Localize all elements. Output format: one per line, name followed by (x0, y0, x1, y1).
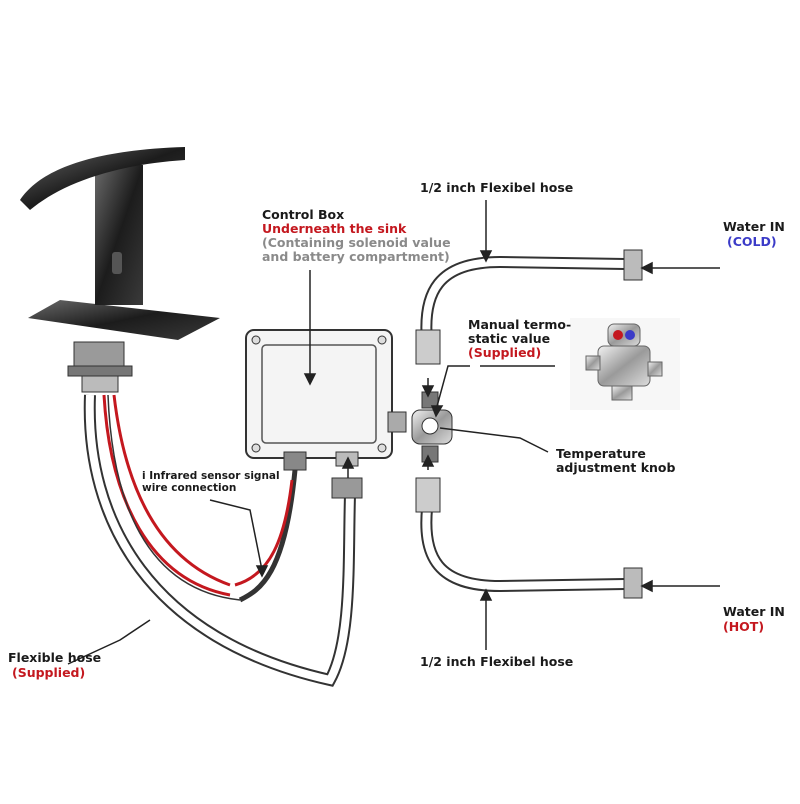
valve-photo-inset (570, 318, 680, 410)
temp-knob-label-1: Temperature (556, 446, 646, 461)
thermostatic-valve (411, 391, 453, 463)
leader-arrows (67, 200, 720, 665)
valve-label-2: static value (468, 331, 551, 346)
control-box (245, 329, 407, 499)
valve-hoses (415, 249, 643, 599)
sensor-label-1: i Infrared sensor signal (142, 470, 280, 482)
faucet-hoses (83, 394, 356, 687)
sensor-label-2: wire connection (142, 482, 237, 494)
water-in-cold-label: Water IN (723, 219, 785, 234)
control-box-desc-2: and battery compartment) (262, 249, 450, 264)
control-box-subtitle: Underneath the sink (262, 221, 407, 236)
hose-bottom-label: 1/2 inch Flexibel hose (420, 654, 574, 669)
control-box-desc-1: (Containing solenoid value (262, 235, 451, 250)
water-in-hot-label: Water IN (723, 604, 785, 619)
hot-label: (HOT) (723, 619, 765, 634)
flex-hose-label: Flexible hose (8, 650, 102, 665)
temp-knob-label-2: adjustment knob (556, 460, 676, 475)
control-box-title: Control Box (262, 207, 345, 222)
cold-label: (COLD) (727, 234, 777, 249)
valve-supplied-label: (Supplied) (468, 345, 542, 360)
hose-top-label: 1/2 inch Flexibel hose (420, 180, 574, 195)
flex-hose-supplied-label: (Supplied) (12, 665, 86, 680)
faucet-image (20, 147, 220, 340)
mounting-shank (67, 341, 133, 393)
valve-label-1: Manual termo- (468, 317, 572, 332)
